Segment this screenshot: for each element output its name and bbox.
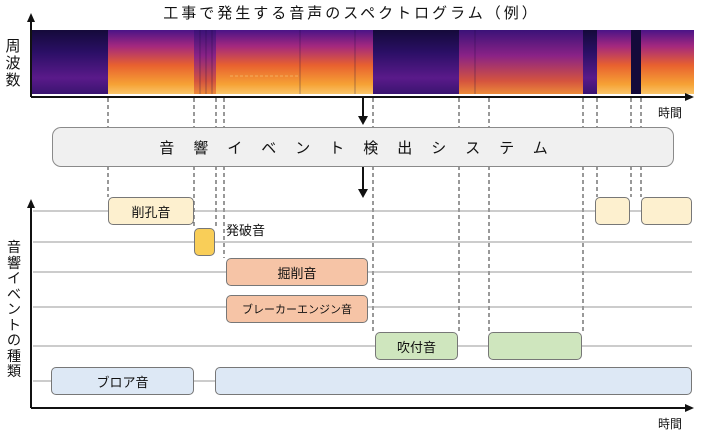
event-drilling-2 xyxy=(595,197,630,225)
spectrogram-mid-segment xyxy=(459,30,489,94)
event-spraying-2 xyxy=(488,332,582,360)
event-y-arrowhead xyxy=(27,199,35,208)
arrow-to-system-head xyxy=(358,116,368,125)
arrow-from-system-head xyxy=(358,189,368,198)
spectrogram xyxy=(32,30,694,94)
event-blower: ブロア音 xyxy=(51,367,194,395)
spectrogram-excavation-segment xyxy=(216,30,373,94)
spectrogram-quiet-segment xyxy=(32,30,108,94)
event-breaker-engine: ブレーカーエンジン音 xyxy=(226,295,368,323)
event-breaker-engine-label: ブレーカーエンジン音 xyxy=(242,303,352,316)
event-spraying-label: 吹付音 xyxy=(396,340,436,356)
event-excavation-label: 掘削音 xyxy=(277,266,317,282)
spectrogram-x-arrowhead xyxy=(685,93,694,101)
spectrogram-gap-segment xyxy=(583,30,597,94)
detection-system-box: 音響イベント検出システム xyxy=(52,127,674,167)
event-spraying: 吹付音 xyxy=(375,332,458,360)
spectrogram-drill3-segment xyxy=(641,30,694,94)
spectrogram-spray-segment xyxy=(373,30,459,94)
event-x-arrowhead xyxy=(685,404,694,412)
event-blasting xyxy=(194,228,215,256)
time-label-top: 時間 xyxy=(658,106,683,120)
spectrogram-drill2-segment xyxy=(597,30,631,94)
spectrogram-y-arrowhead xyxy=(27,13,35,22)
event-excavation: 掘削音 xyxy=(226,258,368,286)
detection-system-label: 音響イベント検出システム xyxy=(159,138,567,157)
event-blower-label: ブロア音 xyxy=(96,375,149,391)
event-drilling-label: 削孔音 xyxy=(131,205,171,221)
event-blower-2 xyxy=(215,367,692,395)
event-drilling-3 xyxy=(641,197,692,225)
event-blasting-label: 発破音 xyxy=(226,224,266,239)
time-label-bottom: 時間 xyxy=(658,417,683,431)
guide-lines xyxy=(107,98,642,332)
spectrogram-blast-segment xyxy=(194,30,216,94)
diagram-title: 工事で発生する音声のスペクトログラム（例） xyxy=(163,4,540,22)
spectrogram-drilling-segment xyxy=(108,30,194,94)
event-type-axis-label: 音響イベントの種類 xyxy=(7,240,21,380)
frequency-axis-label: 周波数 xyxy=(5,37,21,89)
spectrogram-gap2-segment xyxy=(631,30,641,94)
spectrogram-spray2-segment xyxy=(489,30,583,94)
event-drilling: 削孔音 xyxy=(108,197,194,225)
